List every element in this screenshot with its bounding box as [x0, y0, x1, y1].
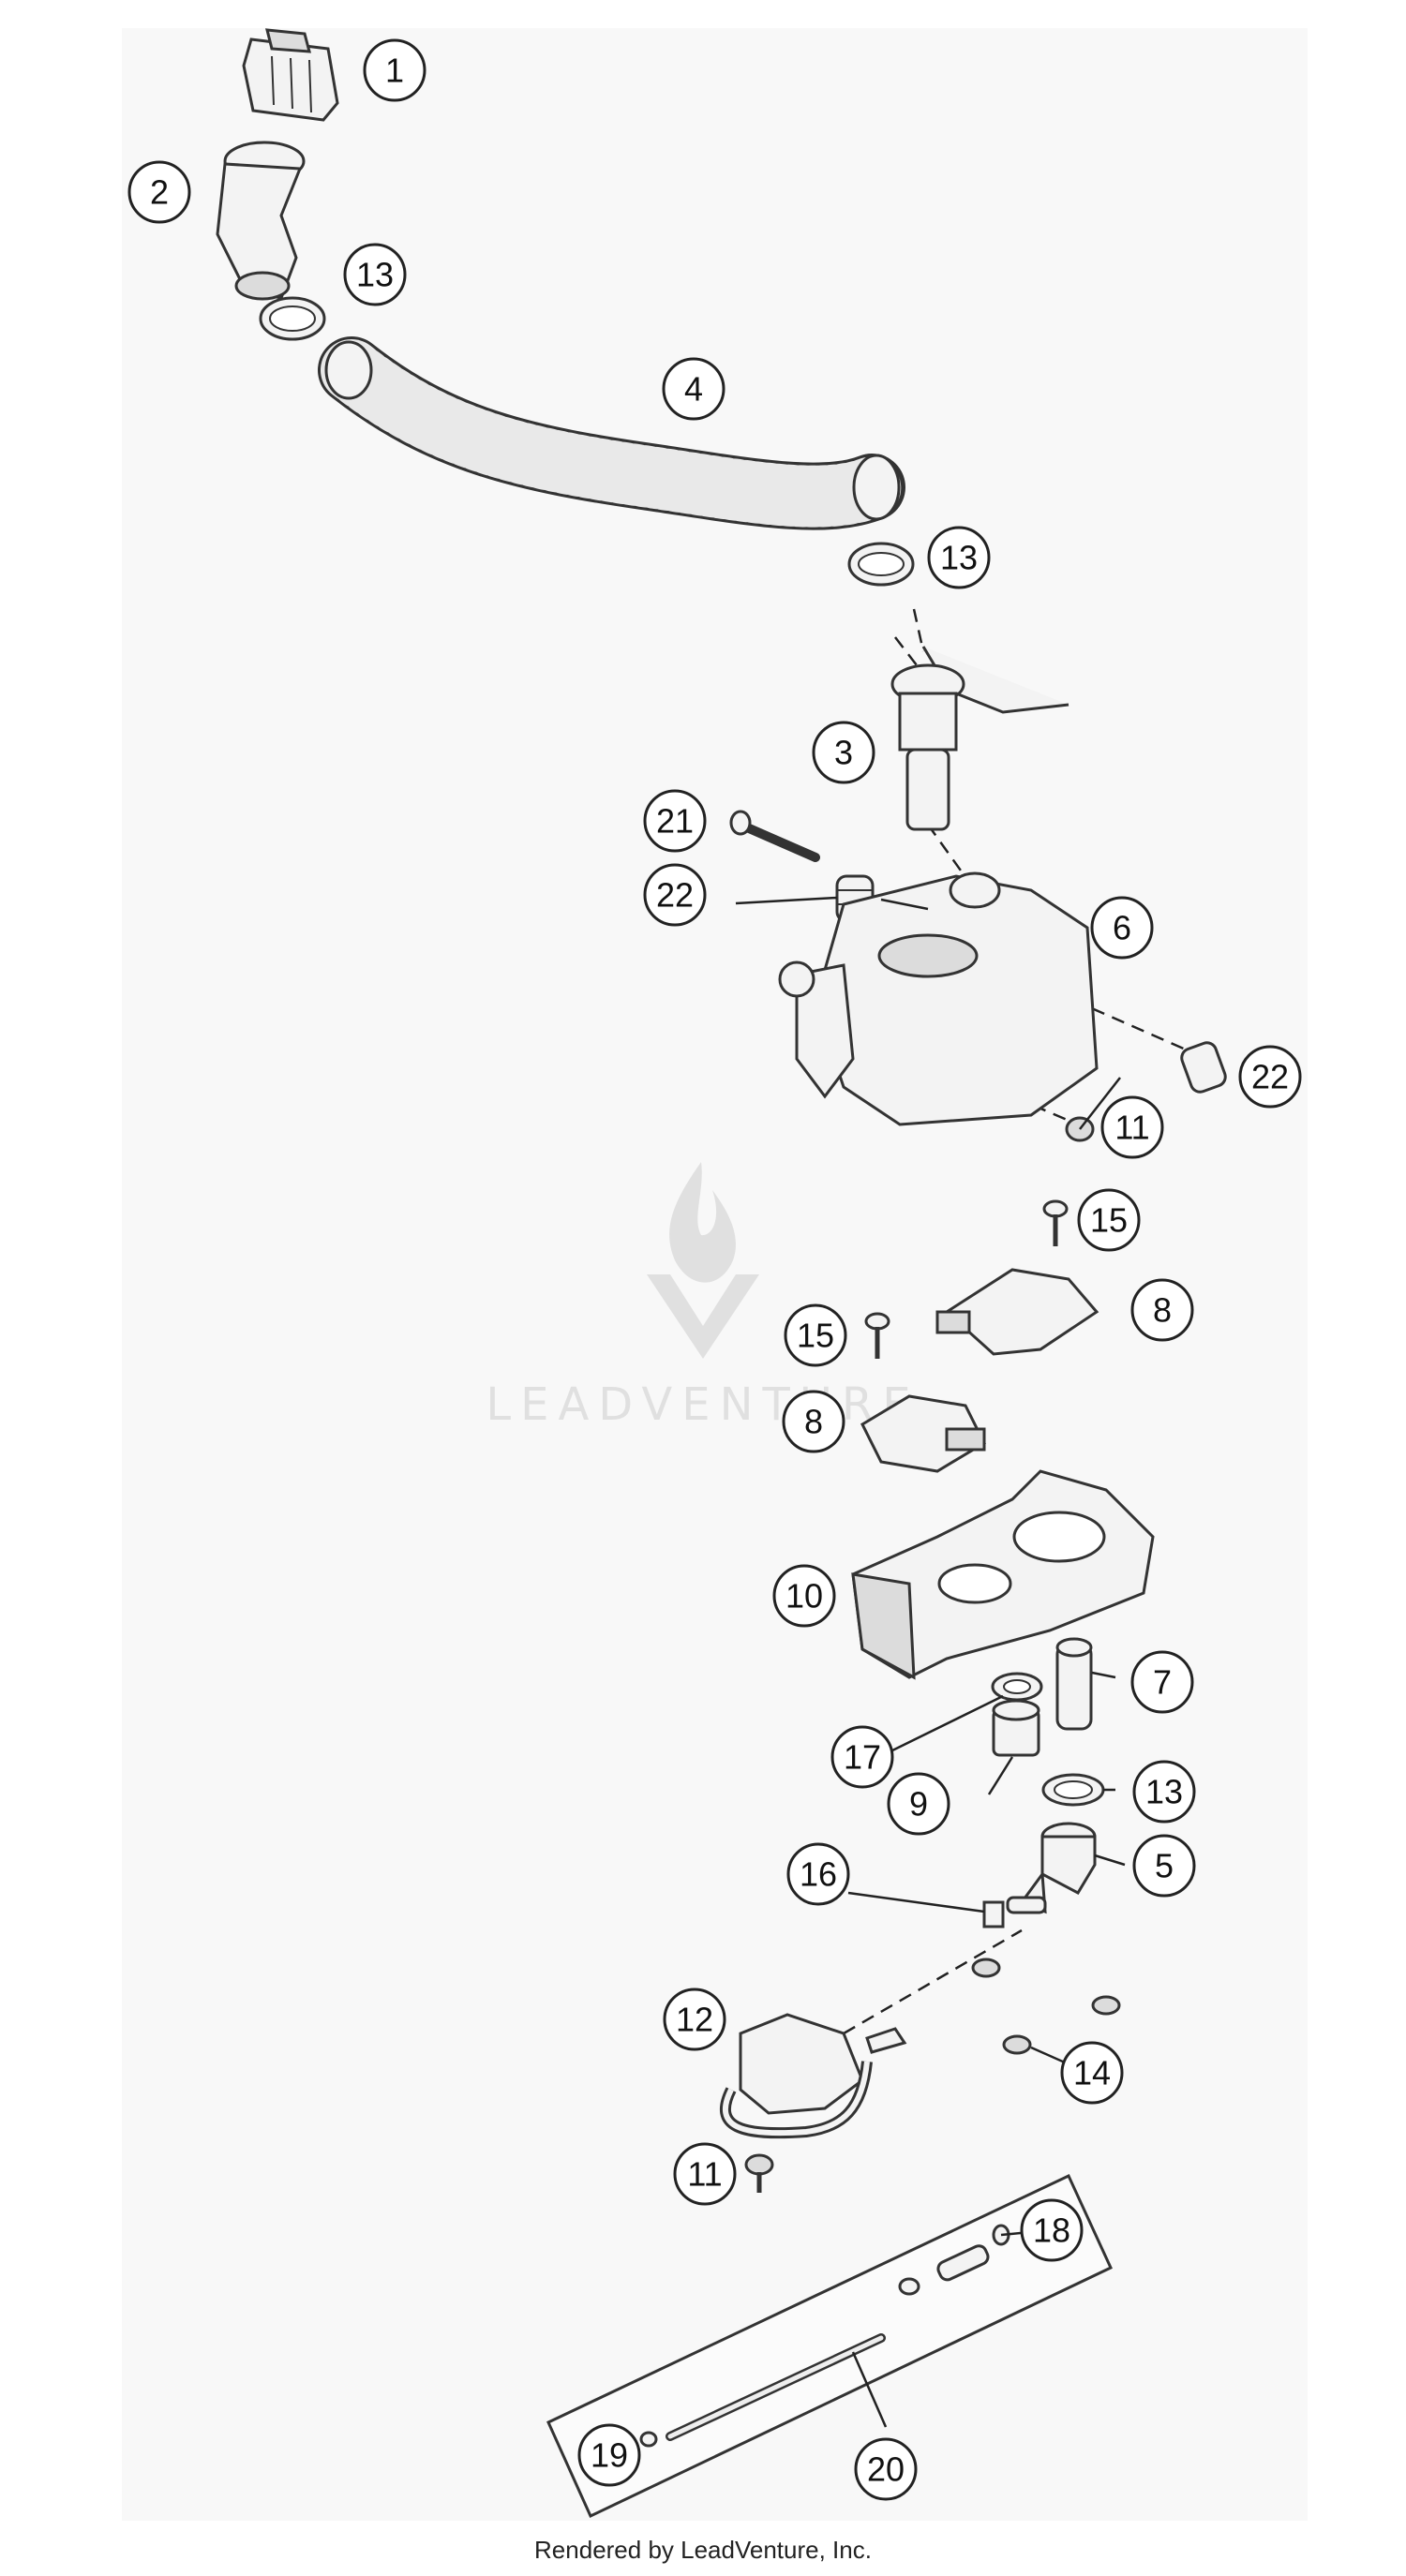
svg-text:14: 14: [1073, 2054, 1111, 2092]
callout-22: 22: [643, 863, 707, 927]
callout-13: 13: [1132, 1760, 1196, 1824]
part-3-level-sensor: [890, 646, 1069, 831]
part-13-clamp: [1041, 1773, 1105, 1807]
part-15-screw: [1042, 1199, 1069, 1246]
svg-text:13: 13: [940, 539, 978, 577]
callout-1: 1: [363, 38, 426, 102]
svg-text:22: 22: [656, 876, 694, 915]
callout-14: 14: [1060, 2041, 1124, 2105]
svg-text:1: 1: [385, 52, 404, 90]
callout-16: 16: [786, 1842, 850, 1906]
part-13-clamp: [847, 542, 915, 587]
part-21-bolt: [729, 810, 820, 862]
assembly-line: [993, 963, 1187, 1051]
callout-8: 8: [782, 1390, 845, 1453]
svg-text:22: 22: [1251, 1058, 1289, 1096]
part-14-screw: [971, 1958, 1121, 2055]
leadventure-watermark: LEADVENTURE: [486, 1162, 920, 1431]
callout-4: 4: [662, 357, 725, 421]
part-9-insert: [992, 1699, 1040, 1757]
part-17-ring: [991, 1672, 1043, 1702]
svg-text:20: 20: [867, 2450, 905, 2489]
callout-20: 20: [854, 2437, 918, 2501]
part-6-expansion-tank: [778, 871, 1099, 1126]
part-10-bracket: [851, 1469, 1155, 1680]
svg-text:4: 4: [684, 370, 703, 409]
svg-text:18: 18: [1033, 2211, 1070, 2250]
part-15-screw: [864, 1312, 890, 1359]
svg-text:8: 8: [1153, 1291, 1172, 1330]
svg-text:16: 16: [800, 1855, 837, 1894]
part-16-clip: [982, 1896, 1047, 1928]
part-7-filter: [1055, 1637, 1093, 1731]
part-11-screw: [744, 2153, 774, 2193]
watermark-text: LEADVENTURE: [486, 1378, 920, 1431]
svg-text:11: 11: [1114, 1109, 1149, 1147]
assembly-line: [912, 608, 925, 652]
svg-text:19: 19: [591, 2436, 628, 2475]
part-8-sensor: [860, 1394, 986, 1473]
callout-13: 13: [343, 243, 407, 306]
svg-text:15: 15: [1090, 1201, 1128, 1240]
svg-text:6: 6: [1113, 909, 1131, 947]
part-2-elbow-fitting: [216, 141, 306, 301]
assembly-line: [894, 636, 943, 699]
callout-13: 13: [927, 526, 991, 589]
diagram-panel: [122, 28, 1308, 2521]
callout-11: 11: [1100, 1095, 1164, 1159]
part-20-hose-kit: [546, 2173, 1113, 2519]
callout-9: 9: [887, 1772, 950, 1836]
callout-7: 7: [1130, 1650, 1194, 1714]
callout-18: 18: [1020, 2198, 1084, 2262]
callout-8: 8: [1130, 1278, 1194, 1342]
callout-15: 15: [784, 1303, 847, 1367]
callout-5: 5: [1132, 1834, 1196, 1898]
svg-text:21: 21: [656, 802, 694, 841]
callout-17: 17: [830, 1725, 894, 1789]
footer-credit: Rendered by LeadVenture, Inc.: [534, 2536, 872, 2564]
svg-text:13: 13: [356, 256, 394, 294]
assembly-line: [843, 1928, 1023, 2035]
part-8-sensor: [935, 1268, 1099, 1356]
callout-12: 12: [663, 1988, 726, 2051]
svg-text:5: 5: [1155, 1847, 1174, 1885]
callout-3: 3: [812, 721, 875, 784]
callout-2: 2: [127, 160, 191, 224]
svg-text:11: 11: [687, 2155, 722, 2194]
part-12-pump: [720, 2013, 907, 2139]
part-4-corrugated-hose: [318, 336, 905, 530]
callout-15: 15: [1077, 1188, 1141, 1252]
callout-21: 21: [643, 789, 707, 853]
part-13-clamp: [259, 296, 326, 341]
svg-text:3: 3: [834, 734, 853, 772]
svg-text:17: 17: [844, 1738, 881, 1777]
svg-text:9: 9: [909, 1785, 928, 1824]
svg-text:12: 12: [676, 2001, 713, 2039]
callout-10: 10: [772, 1564, 836, 1628]
part-1-cap: [242, 28, 339, 122]
svg-text:13: 13: [1145, 1773, 1183, 1811]
callout-11: 11: [673, 2142, 737, 2206]
callout-19: 19: [577, 2423, 641, 2487]
part-22-grommet: [1180, 1041, 1227, 1094]
svg-text:2: 2: [150, 173, 169, 212]
callout-6: 6: [1090, 896, 1154, 960]
svg-text:8: 8: [804, 1403, 823, 1441]
svg-text:15: 15: [797, 1317, 834, 1355]
callout-22: 22: [1238, 1045, 1302, 1109]
svg-text:7: 7: [1153, 1663, 1172, 1702]
svg-text:10: 10: [785, 1577, 823, 1616]
